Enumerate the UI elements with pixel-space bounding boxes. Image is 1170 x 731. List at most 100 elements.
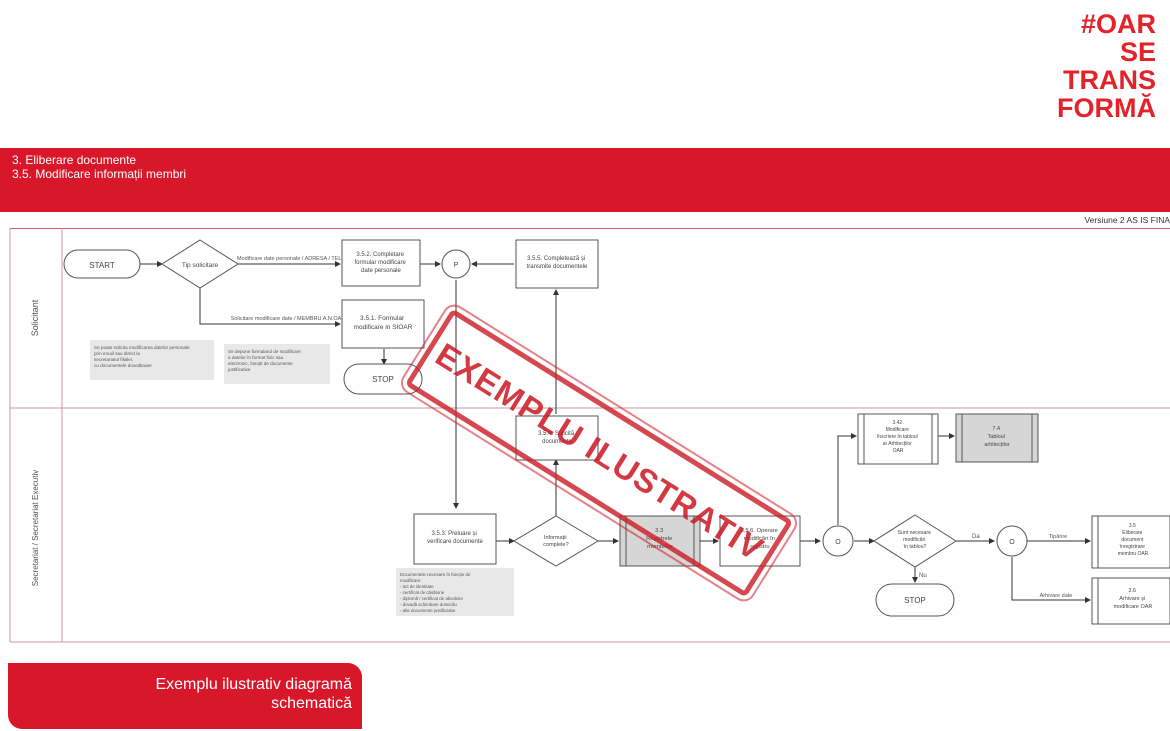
note-bottom-line: - diplomă / certificat de absolvire bbox=[400, 596, 464, 601]
box-33 bbox=[619, 515, 701, 567]
note-bottom-line: - dovadă schimbare domiciliu bbox=[400, 602, 457, 607]
box-355-line: 3.5.5. Completează și bbox=[527, 256, 585, 262]
process-diagram: Solicitant Secretariat / Secretariat Exe… bbox=[9, 228, 1170, 643]
svg-text:3.5.3. Preluare și verific: 3.5.3. Preluare și verificare documente bbox=[427, 531, 483, 545]
note-left bbox=[90, 340, 214, 380]
svg-text:3.5.5. Completează și tran: 3.5.5. Completează și transmite document… bbox=[527, 256, 588, 270]
box-33-line: membrilor bbox=[647, 544, 673, 550]
box-33-line: 3.3 bbox=[655, 528, 663, 534]
svg-text:Informații complete?: Informații complete? bbox=[543, 535, 568, 548]
box-353 bbox=[413, 513, 497, 565]
svg-text:3.42 Modificare înscri: 3.42 Modificare înscriere în tabloul ar … bbox=[876, 420, 919, 454]
svg-text:Se depune formularul de modifi: Se depune formularul de modificare a dat… bbox=[227, 349, 302, 372]
box-35-line: membru OAR bbox=[1118, 551, 1149, 557]
svg-text:Se poate solicita modificarea: Se poate solicita modificarea datelor pe… bbox=[94, 345, 191, 368]
note-left-line: Se poate solicita modificarea datelor pe… bbox=[94, 345, 190, 350]
decision-tablou-line: Sunt necesare bbox=[898, 530, 932, 536]
box-354-line: 3.5.4. Solicită bbox=[538, 431, 575, 437]
box-354 bbox=[515, 415, 599, 461]
connector-circle-o-2-label: O bbox=[1009, 539, 1015, 546]
caption-line: schematică bbox=[271, 695, 352, 712]
box-355-line: transmite documentele bbox=[527, 264, 588, 270]
connector-circle-o-2 bbox=[996, 525, 1028, 557]
note-mid-line: justificative bbox=[227, 367, 251, 372]
connector-circle-p bbox=[441, 249, 471, 279]
box-352-line: date personale bbox=[361, 268, 401, 274]
box-351-line: modificare in SIOAR bbox=[354, 324, 413, 331]
box-342-line: Modificare bbox=[886, 427, 909, 433]
connector-circle-o-1-label: O bbox=[835, 539, 841, 546]
brand-line: #OAR bbox=[1080, 9, 1156, 39]
note-mid bbox=[224, 344, 330, 384]
box-36-line: 3.6 bbox=[1128, 588, 1136, 594]
lane-label-solicitant: Solicitant bbox=[30, 299, 40, 336]
note-left-line: prin email sau direct la bbox=[94, 351, 140, 356]
box-351-line: 3.5.1. Formular bbox=[360, 315, 405, 322]
note-bottom-line: modificare: bbox=[400, 578, 421, 583]
caption-box: Exemplu ilustrativ diagramă schematică bbox=[8, 663, 362, 729]
decision-info-complete-line: Informații bbox=[544, 535, 567, 541]
start-terminator bbox=[63, 249, 141, 279]
stop-label-2: STOP bbox=[904, 596, 926, 605]
box-35-line: document bbox=[1121, 537, 1144, 543]
box-352-line: 3.5.2. Completare bbox=[356, 252, 404, 258]
box-35-line: 3.5 bbox=[1129, 523, 1136, 529]
stop-terminator-1 bbox=[343, 363, 423, 395]
svg-text:3.6 Arhivare și modifi: 3.6 Arhivare și modificare OAR bbox=[1114, 588, 1153, 610]
box-74-line: 7.4 bbox=[992, 426, 1000, 432]
swimlanes bbox=[9, 228, 1170, 643]
box-36 bbox=[1091, 577, 1170, 625]
svg-text:3.5 Eliberare document: 3.5 Eliberare document înregistrare memb… bbox=[1118, 523, 1149, 557]
box-342-line: OAR bbox=[893, 448, 904, 454]
box-356-line: modificări în bbox=[744, 536, 775, 542]
arrow-label-tiparire: Tipărire bbox=[1049, 534, 1067, 540]
decision-request-type bbox=[161, 239, 239, 289]
decision-tablou-line: modificări bbox=[903, 537, 925, 543]
box-35-line: Eliberare bbox=[1122, 530, 1142, 536]
note-bottom-line: - alte documente justificative bbox=[400, 608, 456, 613]
decision-info-complete bbox=[513, 515, 599, 567]
box-342-line: ar Arhitecților bbox=[883, 441, 913, 447]
box-353-line: 3.5.3. Preluare și bbox=[431, 531, 476, 537]
box-356 bbox=[719, 515, 801, 567]
version-label: Versiune 2 AS IS FINA bbox=[1084, 215, 1170, 225]
note-bottom-line: Documentele necesare în funcție de bbox=[400, 572, 471, 577]
box-356-line: 3.5.6. Operare bbox=[740, 528, 777, 534]
svg-text:3.5.6. Operare modificări: 3.5.6. Operare modificări în registru bbox=[740, 528, 779, 550]
header-subtitle: 3.5. Modificare informații membri bbox=[12, 167, 187, 181]
box-351 bbox=[341, 299, 425, 349]
header-title: 3. Eliberare documente bbox=[12, 153, 137, 167]
note-bottom bbox=[396, 568, 514, 616]
svg-text:3.5.4. Solicită documente: 3.5.4. Solicită documente bbox=[538, 431, 576, 445]
lane-label-secretariat: Secretariat / Secretariat Executiv bbox=[31, 470, 40, 587]
note-mid-line: a datelor în format fizic sau bbox=[228, 355, 284, 360]
box-352 bbox=[341, 239, 421, 287]
svg-text:3.5.1. Formular modificare: 3.5.1. Formular modificare in SIOAR bbox=[354, 315, 413, 331]
svg-text:Sunt necesare modificări: Sunt necesare modificări în tablou? bbox=[898, 530, 933, 550]
caption-line: Exemplu ilustrativ diagramă bbox=[155, 676, 352, 693]
box-342-line: înscriere în tabloul bbox=[876, 434, 918, 440]
box-352-line: formular modificare bbox=[354, 260, 406, 266]
decision-request-type-label: Tip solicitare bbox=[182, 262, 219, 269]
box-33-line: Registrele bbox=[646, 536, 672, 542]
brand-line: TRANS bbox=[1063, 65, 1156, 95]
box-36-line: modificare OAR bbox=[1114, 604, 1153, 610]
brand-line: FORMĂ bbox=[1057, 93, 1156, 123]
arrow-label-da: Da bbox=[972, 534, 980, 540]
stop-label-1: STOP bbox=[372, 375, 394, 384]
brand-line: SE bbox=[1119, 37, 1156, 67]
box-35-line: înregistrare bbox=[1119, 544, 1146, 550]
box-74 bbox=[955, 413, 1039, 463]
brand-logo: #OAR SE TRANS FORMĂ bbox=[1057, 10, 1156, 122]
box-35 bbox=[1091, 515, 1170, 569]
svg-text:Documentele necesare în funcți: Documentele necesare în funcție de modif… bbox=[400, 572, 472, 613]
arrow-label-modify-data: Modificare date personale / ADRESA / TEL… bbox=[237, 256, 343, 262]
box-355 bbox=[515, 239, 599, 289]
box-353-line: verificare documente bbox=[427, 539, 483, 545]
box-356-line: registru bbox=[750, 544, 769, 550]
connector-circle-o-1 bbox=[822, 525, 854, 557]
box-342 bbox=[857, 413, 939, 465]
start-label: START bbox=[89, 261, 115, 270]
box-36-line: Arhivare și bbox=[1119, 596, 1145, 602]
arrow-label-member-data: Solicitare modificare date / MEMBRU A.N.… bbox=[231, 316, 346, 322]
